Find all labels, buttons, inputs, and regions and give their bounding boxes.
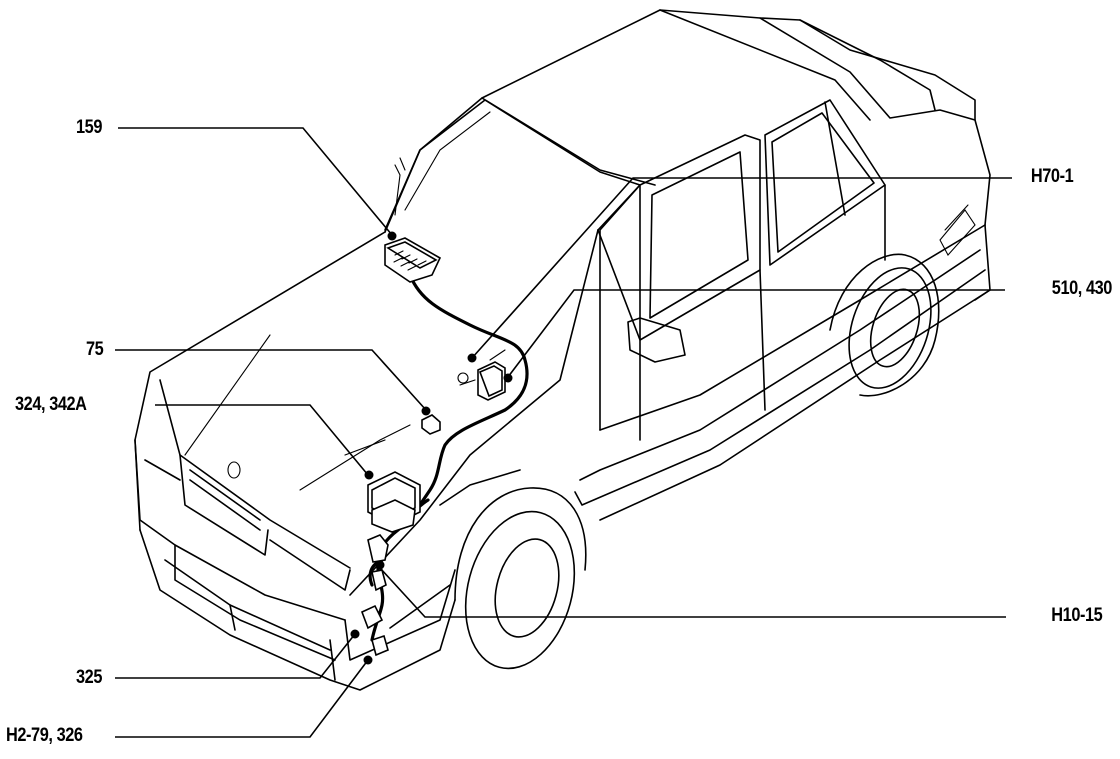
callout-label-325: 325: [76, 667, 102, 688]
car-body-outline: [134, 9, 991, 691]
leader-h2-79-326: [115, 659, 369, 738]
callout-label-h10-15: H10-15: [1050, 605, 1102, 626]
callout-label-h2-79-326: H2-79, 326: [6, 725, 83, 746]
leader-159: [118, 127, 393, 236]
callout-label-324-342a: 324, 342A: [15, 394, 87, 415]
leader-324-342a: [155, 404, 369, 476]
component-159-relay-box: [384, 237, 442, 283]
callout-label-75: 75: [86, 339, 104, 360]
callout-label-510-430: 510, 430: [1051, 278, 1113, 299]
callout-label-h70-1: H70-1: [1030, 166, 1074, 187]
leader-h10-15: [379, 567, 1006, 618]
callout-label-159: 159: [76, 117, 102, 138]
component-75-connector: [421, 414, 441, 435]
leader-325: [115, 633, 356, 679]
callout-dots: [350, 231, 513, 665]
component-324-342a-unit: [367, 471, 421, 533]
component-h10-15-connector: [367, 534, 389, 592]
leader-510-430: [507, 289, 1005, 378]
component-325-sensor: [360, 604, 389, 657]
component-510-430-module: [457, 349, 506, 401]
leader-lines: [115, 127, 1012, 738]
leader-h70-1: [471, 177, 1012, 359]
leader-75: [115, 349, 427, 411]
